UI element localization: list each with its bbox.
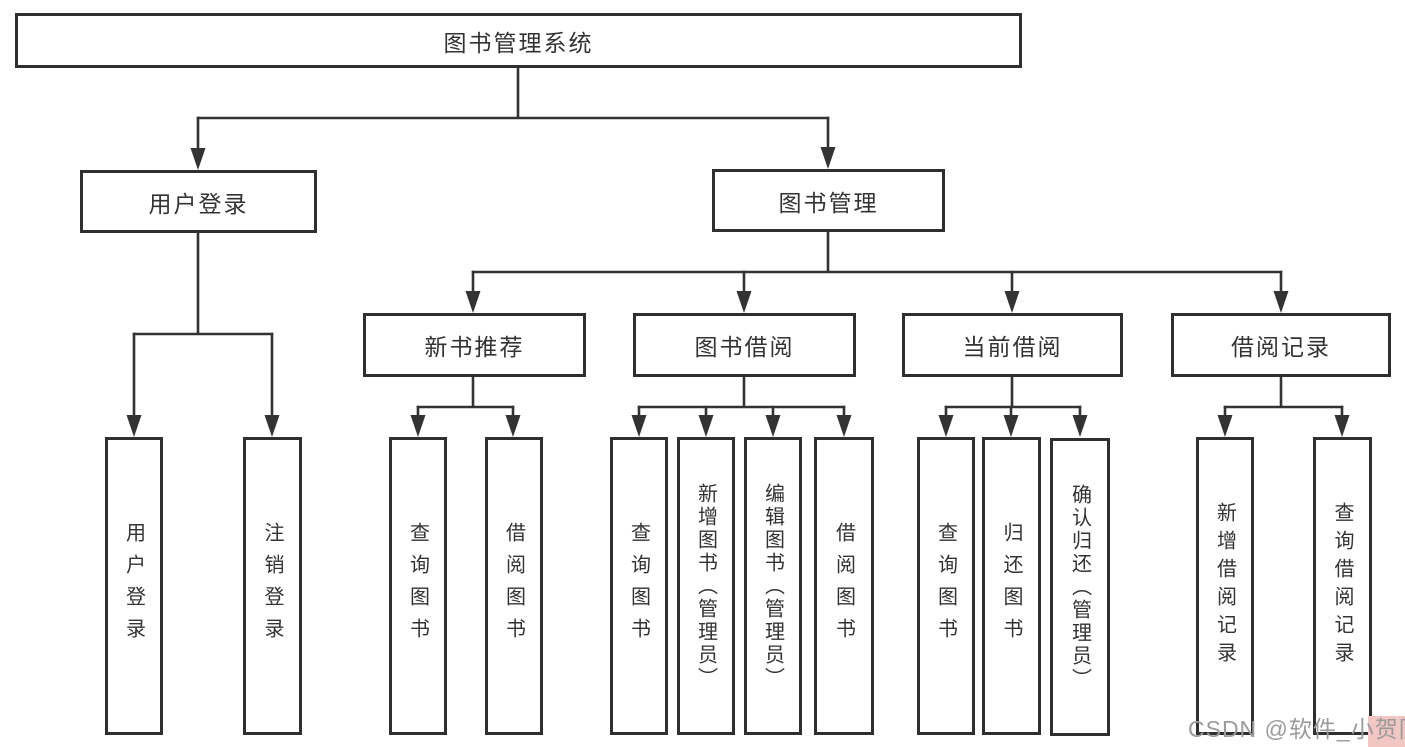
node-label: 借阅记录	[1231, 334, 1331, 360]
node-label: 查询图书	[406, 522, 429, 650]
node-query-borrow-record: 查询借阅记录	[1313, 437, 1372, 735]
arrow-icon	[765, 415, 781, 437]
node-user-login-leaf: 用户登录	[105, 437, 163, 735]
arrow-icon	[820, 147, 836, 169]
arrow-icon	[1273, 291, 1289, 313]
node-query-books-borrowing: 查询图书	[610, 437, 668, 735]
node-label: 确认归还（管理员）	[1068, 483, 1091, 691]
arrow-icon	[1217, 415, 1233, 437]
node-return-books: 归还图书	[982, 437, 1041, 735]
node-label: 借阅图书	[502, 522, 525, 650]
arrow-icon	[736, 291, 752, 313]
node-current-borrowing: 当前借阅	[902, 313, 1123, 377]
node-label: 编辑图书（管理员）	[761, 482, 784, 690]
arrow-icon	[1334, 415, 1350, 437]
arrow-icon	[190, 148, 206, 170]
arrow-icon	[836, 415, 852, 437]
arrow-icon	[505, 415, 521, 437]
arrow-icon	[1003, 415, 1019, 437]
node-label: 注销登录	[261, 522, 283, 650]
node-query-books-current: 查询图书	[917, 437, 975, 735]
node-label: 查询图书	[934, 522, 957, 650]
arrow-icon	[938, 415, 954, 437]
arrow-icon	[1072, 415, 1088, 437]
watermark-highlight	[1368, 716, 1405, 747]
node-edit-books-admin: 编辑图书（管理员）	[744, 437, 802, 735]
arrow-icon	[264, 415, 280, 437]
node-borrowing-records: 借阅记录	[1171, 313, 1391, 377]
arrow-icon	[126, 415, 142, 437]
node-label: 新书推荐	[424, 334, 525, 360]
node-label: 借阅图书	[832, 522, 855, 650]
node-query-books-recommend: 查询图书	[389, 437, 447, 735]
node-label: 新增借阅记录	[1213, 502, 1236, 670]
node-logout: 注销登录	[243, 437, 302, 735]
node-label: 查询图书	[627, 522, 650, 650]
node-user-login: 用户登录	[80, 170, 317, 233]
node-label: 图书借阅	[694, 334, 795, 360]
node-label: 查询借阅记录	[1331, 502, 1353, 670]
csdn-watermark: CSDN @软件_小贺同学	[1188, 716, 1405, 742]
node-label: 归还图书	[1000, 522, 1022, 650]
node-label: 图书管理	[778, 189, 879, 216]
arrow-icon	[698, 415, 714, 437]
node-add-books-admin: 新增图书（管理员）	[677, 437, 735, 735]
node-new-book-recommendation: 新书推荐	[363, 313, 586, 377]
arrow-icon	[410, 415, 426, 437]
node-label: 用户登录	[122, 522, 145, 650]
arrow-icon	[465, 291, 481, 313]
node-book-management: 图书管理	[712, 169, 945, 232]
node-borrow-books-recommend: 借阅图书	[485, 437, 543, 735]
node-confirm-return-admin: 确认归还（管理员）	[1050, 438, 1110, 736]
arrow-icon	[631, 415, 647, 437]
node-borrow-books-leaf: 借阅图书	[814, 437, 874, 735]
arrowheads	[126, 147, 1350, 437]
node-label: 用户登录	[148, 190, 249, 217]
node-library-system: 图书管理系统	[15, 13, 1022, 68]
branch-rails	[132, 66, 1344, 409]
node-label: 当前借阅	[962, 334, 1063, 360]
node-label: 图书管理系统	[443, 29, 594, 56]
arrow-icon	[1004, 291, 1020, 313]
node-label: 新增图书（管理员）	[694, 482, 717, 690]
node-book-borrowing: 图书借阅	[633, 313, 856, 377]
node-add-borrow-record: 新增借阅记录	[1196, 437, 1254, 735]
